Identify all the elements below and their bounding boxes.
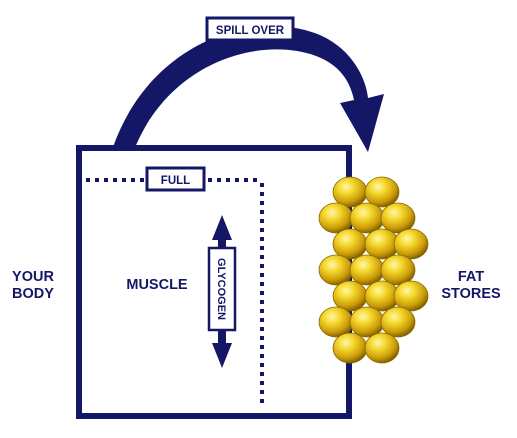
fat-cell [349,254,385,286]
fat-cell [332,332,368,364]
fat-cell [318,306,354,338]
fat-cell [380,202,416,234]
curved-arrow-icon [112,26,384,152]
fat-cell [364,176,400,208]
full-label-box: FULL [145,166,206,192]
full-label: FULL [161,175,190,187]
muscle-label: MUSCLE [126,277,188,293]
fat-cell [349,202,385,234]
fat-cell [318,254,354,286]
spill-over-arrow [112,26,384,152]
fat-cell [332,228,368,260]
glycogen-label: GLYCOGEN [215,258,227,320]
your-body-label-line2: BODY [12,286,54,302]
fat-cell [380,306,416,338]
fat-cells-cluster [318,176,429,364]
your-body-label-line1: YOUR [12,269,54,285]
fat-cell [393,228,429,260]
fat-cell [318,202,354,234]
fat-stores-label-line1: FAT [458,269,484,285]
fat-cell [332,280,368,312]
spill-over-label-box: SPILL OVER [205,16,295,42]
fat-cell [332,176,368,208]
fat-cell [349,306,385,338]
fat-cell [380,254,416,286]
glycogen-label-box: GLYCOGEN [207,246,237,332]
fat-cell [393,280,429,312]
fat-cell [364,332,400,364]
spill-over-label: SPILL OVER [216,25,285,37]
fat-stores-label-line2: STORES [441,286,501,302]
